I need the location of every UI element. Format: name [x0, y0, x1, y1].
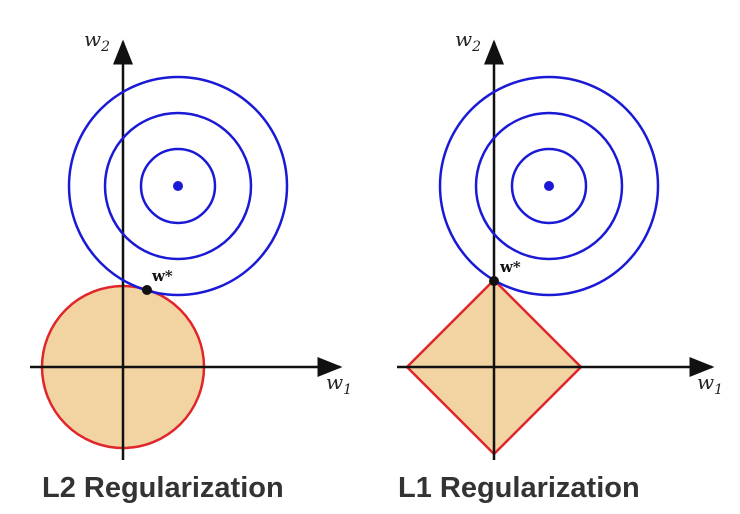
l1-contour-center — [544, 181, 554, 191]
l2-optimum-label: w* — [151, 267, 173, 285]
l1-contour-inner — [510, 147, 588, 225]
l1-y-axis-label: w2 — [455, 27, 481, 55]
l1-x-axis-label: w1 — [697, 370, 723, 398]
l2-caption: L2 Regularization — [42, 472, 284, 504]
l1-contour-middle — [474, 111, 624, 261]
l1-optimum-label: w* — [499, 258, 521, 276]
l1-contour-outer — [438, 75, 660, 297]
l2-x-axis-label: w1 — [326, 370, 352, 398]
l1-caption: L1 Regularization — [398, 472, 640, 504]
l1-optimum-point — [489, 276, 499, 286]
l2-panel: w* w2 w1 — [30, 27, 352, 460]
l2-optimum-point — [142, 285, 152, 295]
l2-contour-middle — [103, 111, 253, 261]
l2-contour-inner — [139, 147, 217, 225]
l1-panel: w* w2 w1 — [397, 27, 723, 460]
l2-contour-center — [173, 181, 183, 191]
l2-y-axis-label: w2 — [84, 27, 110, 55]
l2-contour-outer — [67, 75, 289, 297]
